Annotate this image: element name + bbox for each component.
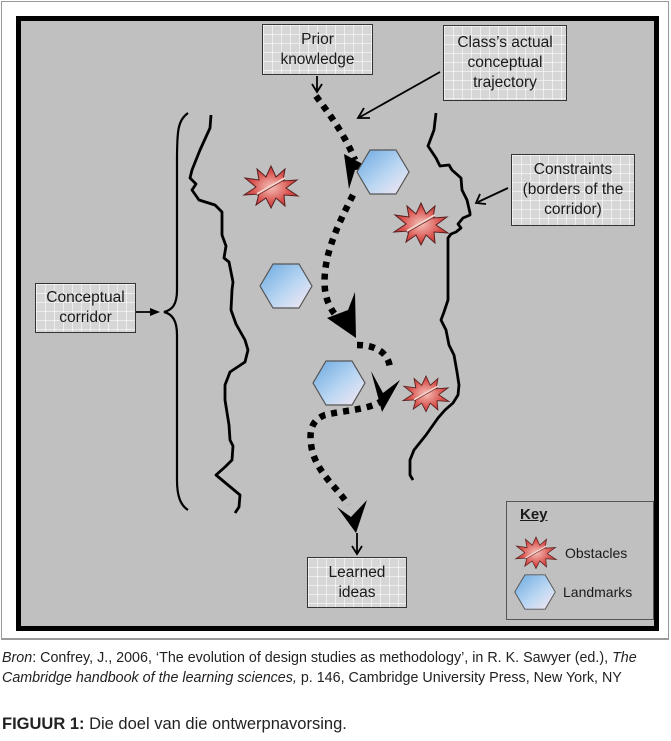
key-label-landmarks: Landmarks bbox=[563, 584, 633, 600]
figure-label: FIGUUR 1: bbox=[2, 715, 85, 733]
trajectory-label-pointer bbox=[359, 71, 441, 118]
trajectory-arrowhead bbox=[371, 371, 400, 412]
source-caption: Bron: Confrey, J., 2006, ‘The evolution … bbox=[2, 648, 669, 688]
trajectory-arrowhead bbox=[344, 154, 370, 189]
figure-title-text: Die doel van die ontwerpnavorsing. bbox=[84, 715, 347, 733]
learned-ideas-arrowhead bbox=[351, 545, 363, 556]
learned-ideas-box: Learned ideas bbox=[307, 557, 407, 608]
trajectory-label-arrowhead bbox=[356, 107, 370, 119]
prior-knowledge-arrowhead bbox=[311, 83, 323, 94]
left-border-line bbox=[188, 114, 250, 514]
obstacle-starburst-icon bbox=[393, 202, 449, 246]
source-label: Bron bbox=[2, 650, 33, 666]
key-title: Key bbox=[520, 506, 548, 523]
trajectory-arrowhead bbox=[327, 292, 356, 338]
landmark-hexagon-icon bbox=[356, 149, 410, 195]
landmark-hexagon-icon bbox=[259, 263, 313, 309]
key-legend bbox=[506, 501, 654, 620]
right-border-line bbox=[408, 112, 472, 481]
prior-knowledge-box: Prior knowledge bbox=[262, 24, 373, 75]
trajectory-arrowhead bbox=[337, 500, 367, 533]
corridor-label-box: Conceptual corridor bbox=[35, 283, 136, 333]
trajectory-path bbox=[307, 94, 394, 507]
source-text-end: p. 146, Cambridge University Press, New … bbox=[296, 670, 622, 686]
source-book-title: The Cambridge handbook of the learning s… bbox=[2, 650, 637, 686]
obstacle-starburst-icon bbox=[243, 165, 299, 209]
source-text: : Confrey, J., 2006, ‘The evolution of d… bbox=[32, 650, 613, 666]
landmark-hexagon-icon bbox=[312, 360, 366, 406]
obstacle-starburst-icon bbox=[402, 375, 450, 413]
constraints-pointer bbox=[477, 187, 509, 203]
corridor-brace bbox=[163, 112, 189, 511]
figure-title: FIGUUR 1: Die doel van die ontwerpnavors… bbox=[2, 715, 347, 734]
key-label-obstacles: Obstacles bbox=[565, 545, 628, 561]
corridor-arrowhead bbox=[150, 308, 160, 316]
constraints-arrowhead bbox=[474, 193, 487, 205]
trajectory-label-box: Class’s actual conceptual trajectory bbox=[443, 25, 567, 101]
constraints-box: Constraints (borders of the corridor) bbox=[511, 154, 635, 226]
